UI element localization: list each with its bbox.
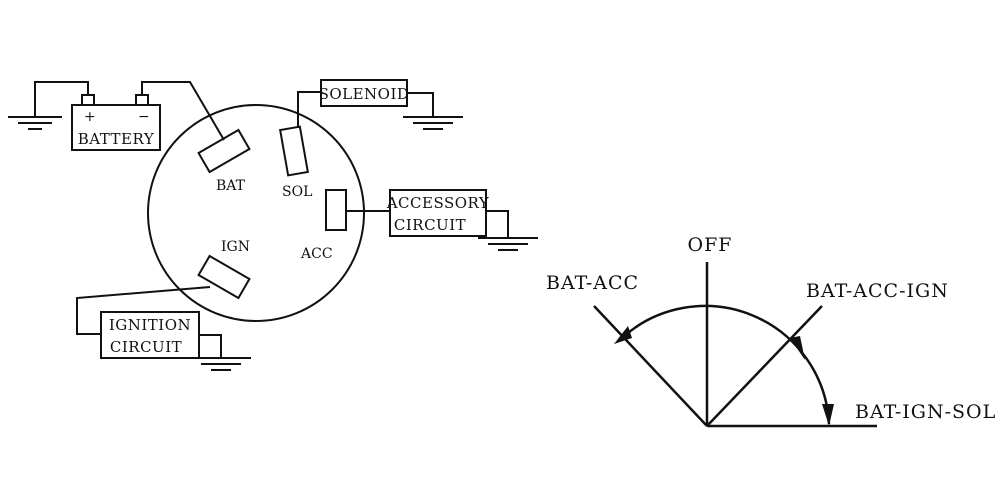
accessory-circuit-label-line1: ACCESSORY [386, 194, 490, 212]
terminal-bat [197, 128, 251, 174]
position-line-bat-acc-ign [706, 305, 823, 427]
accessory-ground-symbol [478, 210, 538, 251]
battery-label: BATTERY [78, 130, 155, 148]
battery-ground-symbol [8, 81, 89, 130]
terminal-ign [197, 254, 251, 300]
position-label-off: OFF [688, 234, 733, 256]
ignition-circuit-label-line2: CIRCUIT [110, 338, 182, 356]
terminal-acc-label: ACC [300, 246, 333, 262]
ignition-circuit-label-line1: IGNITION [109, 316, 191, 334]
terminal-sol-label: SOL [282, 184, 312, 200]
position-line-bat-acc [593, 305, 708, 427]
terminal-acc [325, 189, 347, 231]
battery-minus-sign: − [138, 109, 150, 125]
solenoid-label: SOLENOID [319, 85, 410, 103]
battery-box [71, 104, 161, 151]
terminal-bat-label: BAT [216, 178, 246, 194]
position-label-bat-acc: BAT-ACC [546, 272, 639, 294]
position-label-bat-ign-sol: BAT-IGN-SOL [855, 401, 996, 423]
battery-plus-sign: + [84, 109, 96, 125]
terminal-sol [278, 125, 310, 177]
wire-sol-to-solenoid [297, 91, 321, 128]
arrow-head-right [822, 404, 834, 426]
solenoid-ground-symbol [403, 92, 463, 130]
battery-terminal-positive [81, 94, 95, 106]
ignition-ground-symbol [191, 334, 251, 371]
key-position-diagram: OFF BAT-ACC BAT-ACC-IGN BAT-IGN-SOL [546, 234, 996, 428]
wire-battery-to-bat [141, 81, 225, 141]
battery: + − BATTERY [71, 94, 161, 151]
terminal-ign-label: IGN [221, 239, 250, 255]
wire-ign-to-ignition [76, 286, 211, 335]
battery-terminal-negative [135, 94, 149, 106]
rotation-arc [621, 304, 831, 425]
ignition-switch-body [147, 104, 365, 322]
accessory-circuit-label-line2: CIRCUIT [394, 216, 466, 234]
arrow-head-left [614, 326, 632, 344]
accessory-circuit-box [389, 189, 487, 237]
position-label-bat-acc-ign: BAT-ACC-IGN [806, 280, 949, 302]
arrow-head-mid [790, 336, 805, 360]
